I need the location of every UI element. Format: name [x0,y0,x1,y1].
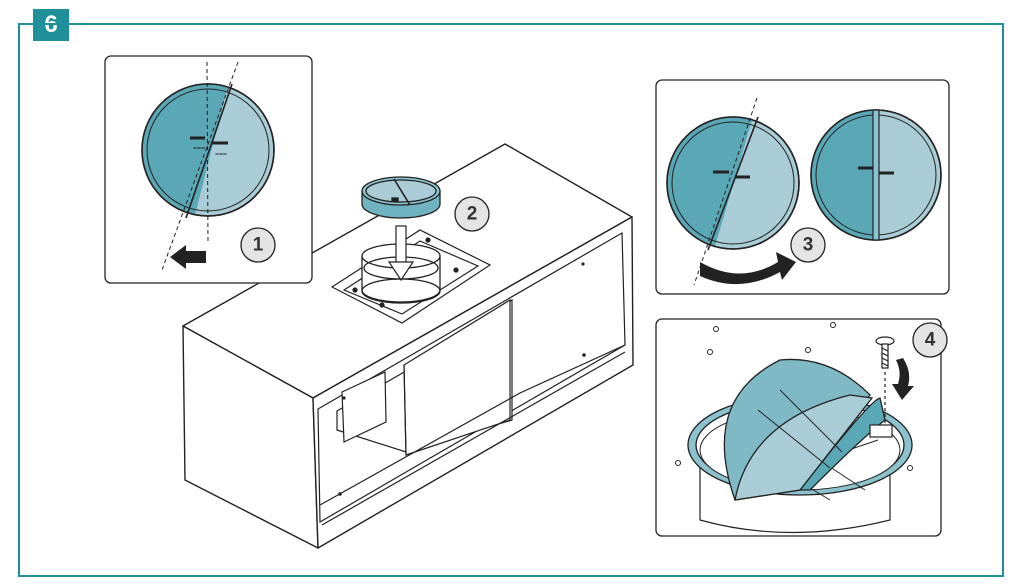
flap-disk: ⩶ ⩶ [141,83,275,219]
svg-text:4: 4 [925,330,936,351]
screw-icon [875,336,895,428]
svg-text:⩶: ⩶ [193,145,205,153]
svg-text:2: 2 [467,204,478,225]
callout-3: 3 [790,227,826,263]
half-flaps-open [723,358,886,501]
callout-4: 4 [912,322,948,358]
step-frame [18,23,1004,577]
down-arrow-icon [387,225,415,282]
rotate-arrow-icon [700,252,796,285]
svg-text:3: 3 [803,235,814,256]
damper-flap-assembly [361,176,441,219]
hood-interior [317,231,626,526]
panel-step-3: 3 [655,79,950,295]
svg-text:⩶: ⩶ [215,151,227,159]
screw-holes [338,262,586,496]
down-arrow-icon [892,358,914,400]
callout-1: 1 [240,227,276,263]
panel-step-1: ⩶ ⩶ 1 [104,55,313,284]
svg-text:1: 1 [253,235,264,256]
left-arrow-icon [170,245,206,269]
callout-2: 2 [454,196,490,232]
panel-step-4: 4 [655,318,948,537]
